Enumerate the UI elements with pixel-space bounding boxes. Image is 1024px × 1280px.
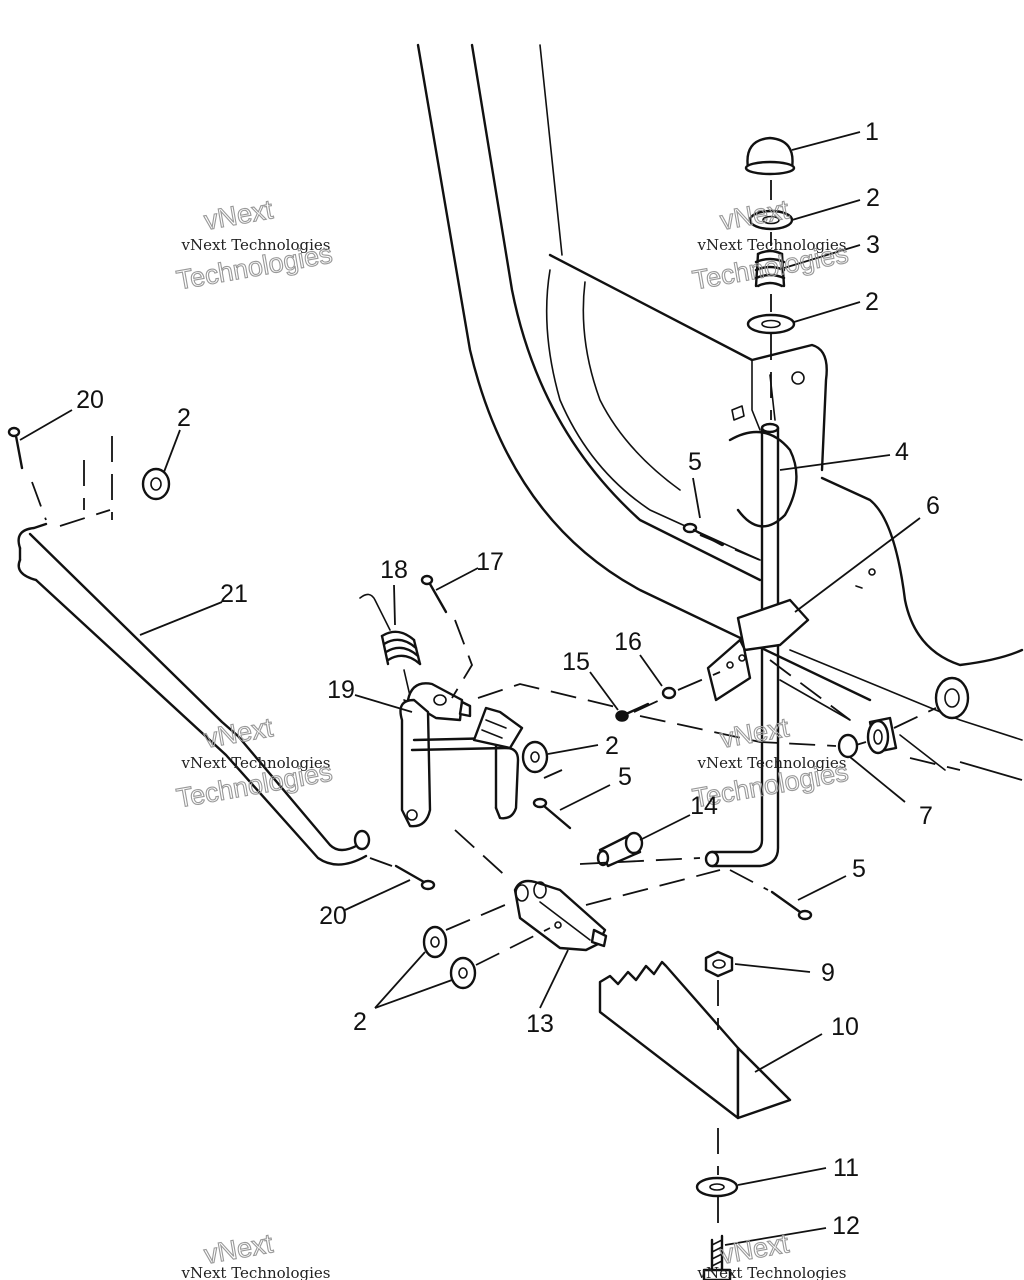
callout-17: 17 (476, 548, 504, 576)
callout-12: 12 (832, 1212, 860, 1240)
watermark-left-top: vNext vNext Technologies Technologies (174, 194, 336, 296)
watermark-line2: vNext Technologies (696, 754, 846, 772)
part-17-cotter-pin (420, 574, 448, 614)
part-2-washer-top (748, 209, 794, 231)
part-9-nut (704, 950, 734, 978)
watermark-line2: vNext Technologies (180, 236, 330, 254)
part-18-spring (359, 593, 422, 703)
part-7-bushing (837, 676, 970, 759)
pedal-pad-small (472, 706, 524, 750)
watermark-line2: vNext Technologies (180, 754, 330, 772)
callout-13: 13 (526, 1010, 554, 1038)
callout-labels: 1 2 3 2 20 2 4 5 6 21 18 17 16 15 19 2 5… (76, 118, 940, 1240)
callout-7: 7 (919, 802, 933, 830)
part-2-washer-lower-a (422, 925, 448, 959)
part-11-washer (695, 1176, 739, 1198)
part-3-spring (754, 249, 786, 288)
part-15-bolt (615, 702, 650, 722)
part-1-cap (744, 136, 796, 176)
part-21-linkage-rod (17, 522, 371, 866)
part-2-washer-mid (746, 313, 796, 335)
watermark-line1: vNext (718, 194, 792, 236)
callout-6: 6 (926, 492, 940, 520)
callout-5: 5 (688, 448, 702, 476)
callout-2: 2 (866, 184, 880, 212)
watermark-line2: vNext Technologies (696, 1264, 846, 1280)
callout-2: 2 (865, 288, 879, 316)
assembly-lines (31, 180, 961, 1230)
watermark-line2: vNext Technologies (696, 236, 846, 254)
callout-15: 15 (562, 648, 590, 676)
callout-5: 5 (852, 855, 866, 883)
watermark-line2: vNext Technologies (180, 1264, 330, 1280)
callout-9: 9 (821, 959, 835, 987)
callout-5: 5 (618, 763, 632, 791)
part-10-pedal-pad (598, 960, 792, 1120)
callout-1: 1 (865, 118, 879, 146)
part-5-cotter-pin-lower (770, 890, 813, 921)
part-13-clevis-bracket (513, 879, 608, 952)
part-2-washer-pedal (521, 740, 549, 774)
callout-11: 11 (833, 1154, 859, 1182)
watermark-line1: vNext (202, 194, 276, 236)
part-6-bracket (706, 598, 810, 702)
watermark-line1: vNext (202, 712, 276, 754)
callout-14: 14 (690, 792, 718, 820)
callout-3: 3 (866, 231, 880, 259)
watermark-left-middle: vNext vNext Technologies Technologies (174, 712, 336, 814)
part-12-bolt (702, 1234, 732, 1280)
callout-20: 20 (319, 902, 347, 930)
leader-lines (19, 131, 1023, 1246)
callout-10: 10 (831, 1013, 859, 1041)
part-19-crank-arm (399, 682, 520, 828)
part-16-nut (661, 686, 677, 700)
callout-2: 2 (353, 1008, 367, 1036)
callout-2: 2 (177, 404, 191, 432)
watermark-right-bottom: vNext vNext Technologies (696, 1228, 846, 1280)
watermark-left-bottom: vNext vNext Technologies (180, 1228, 330, 1280)
part-4-brake-rod (704, 422, 780, 868)
part-2-washer-left (141, 467, 171, 501)
frame-panel (416, 43, 1024, 771)
callout-4: 4 (895, 438, 909, 466)
callout-18: 18 (380, 556, 408, 584)
callout-2: 2 (605, 732, 619, 760)
callout-20: 20 (76, 386, 104, 414)
callout-21: 21 (220, 580, 248, 608)
part-5-cotter-pin-middle (532, 797, 572, 830)
part-20-cotter-pin-bottom (394, 864, 436, 891)
part-2-washer-lower-b (449, 956, 477, 990)
callout-19: 19 (327, 676, 355, 704)
watermark-line1: vNext (718, 712, 792, 754)
callout-16: 16 (614, 628, 642, 656)
part-14-clevis-pin (596, 831, 644, 868)
part-20-cotter-pin-top (7, 426, 24, 470)
